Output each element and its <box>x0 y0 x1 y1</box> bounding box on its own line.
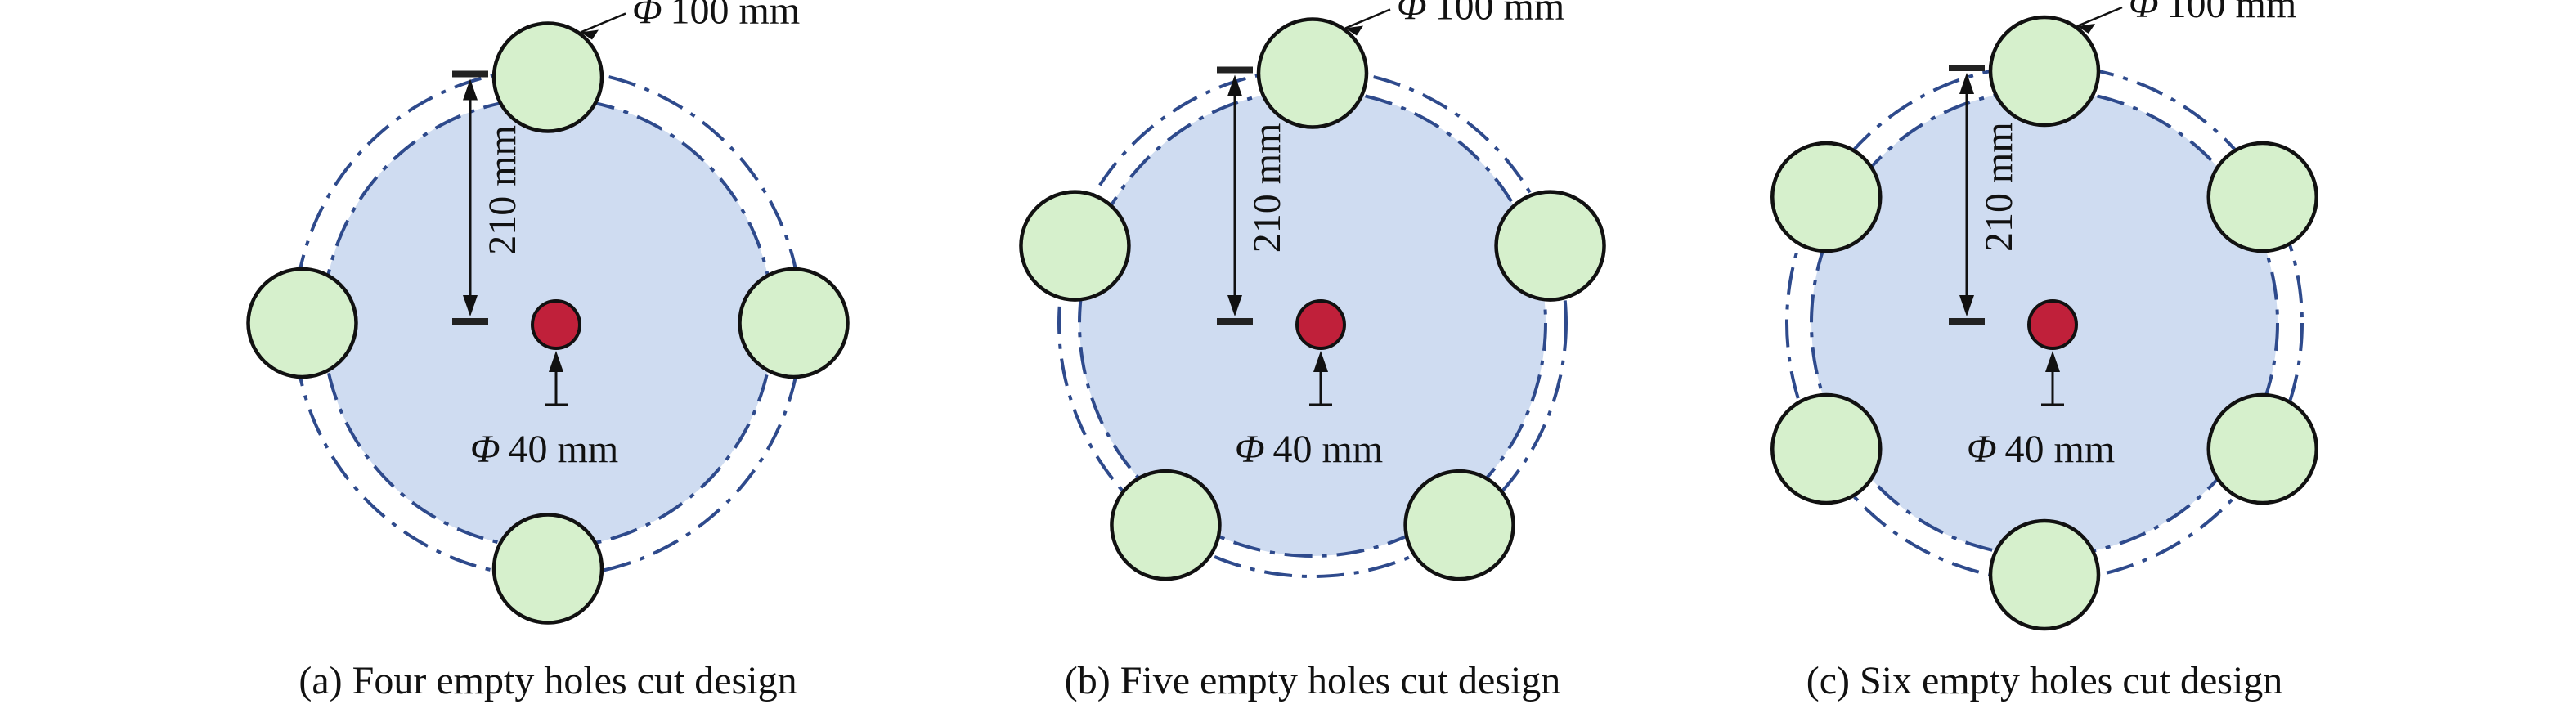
center-leader-arrow <box>1313 351 1328 372</box>
panel-caption: (a) Four empty holes cut design <box>298 659 797 702</box>
center-leader-arrow <box>2045 351 2060 372</box>
diameter-value: 40 mm <box>509 428 619 471</box>
empty-hole <box>1770 141 1883 253</box>
empty-hole <box>1988 518 2101 631</box>
spacing-label: 210 mm <box>1977 122 2021 252</box>
empty-hole <box>1770 392 1883 505</box>
dimension-arrow-down <box>1959 295 1974 316</box>
diameter-symbol: Φ <box>632 0 662 33</box>
inner-dashdot-ring <box>1078 88 1547 558</box>
empty-hole <box>491 21 604 133</box>
center-hole <box>2027 299 2078 350</box>
hole-leader-arrow <box>581 29 599 40</box>
hole-diameter-label: Φ 100 mm <box>2129 0 2296 26</box>
diameter-symbol: Φ <box>1235 428 1265 471</box>
empty-hole <box>1110 469 1222 581</box>
empty-hole <box>738 267 850 379</box>
empty-hole <box>1256 17 1369 129</box>
hole-leader-line <box>1344 8 1391 29</box>
diameter-symbol: Φ <box>2129 0 2159 26</box>
hole-leader-line <box>2076 6 2123 28</box>
empty-hole <box>1019 190 1131 302</box>
center-leader-arrow <box>549 351 563 372</box>
dimension-arrow-down <box>1227 295 1242 316</box>
dimension-arrow-up <box>1959 73 1974 94</box>
empty-hole <box>491 513 604 625</box>
center-hole <box>531 299 581 350</box>
hole-leader-line <box>580 12 626 34</box>
diameter-value: 100 mm <box>671 0 801 33</box>
empty-hole <box>1403 469 1515 581</box>
empty-hole <box>246 267 358 379</box>
diameter-value: 40 mm <box>1273 428 1384 471</box>
empty-hole <box>2206 141 2318 253</box>
dimension-arrow-up <box>1227 74 1242 96</box>
inner-dashdot-ring <box>1810 88 2279 558</box>
spacing-label: 210 mm <box>481 125 524 255</box>
spacing-label: 210 mm <box>1245 123 1289 253</box>
empty-hole <box>2206 392 2318 505</box>
diameter-symbol: Φ <box>1397 0 1427 29</box>
diameter-value: 100 mm <box>1435 0 1565 29</box>
empty-hole <box>1988 15 2101 128</box>
empty-hole <box>1494 190 1606 302</box>
hole-diameter-label: Φ 100 mm <box>1397 0 1564 29</box>
panel-caption: (b) Five empty holes cut design <box>1065 659 1561 702</box>
diameter-symbol: Φ <box>1967 428 1997 471</box>
hole-leader-arrow <box>2077 24 2095 34</box>
hole-diameter-label: Φ 100 mm <box>632 0 800 33</box>
panel-caption: (c) Six empty holes cut design <box>1806 659 2283 702</box>
diameter-value: 40 mm <box>2005 428 2116 471</box>
outer-dashdot-ring <box>1057 68 1568 578</box>
dimension-arrow-down <box>463 295 478 316</box>
dimension-arrow-up <box>463 78 478 101</box>
hole-leader-arrow <box>1345 25 1363 36</box>
diameter-symbol: Φ <box>470 428 500 471</box>
center-hole <box>1295 299 1346 350</box>
diameter-value: 100 mm <box>2167 0 2297 26</box>
